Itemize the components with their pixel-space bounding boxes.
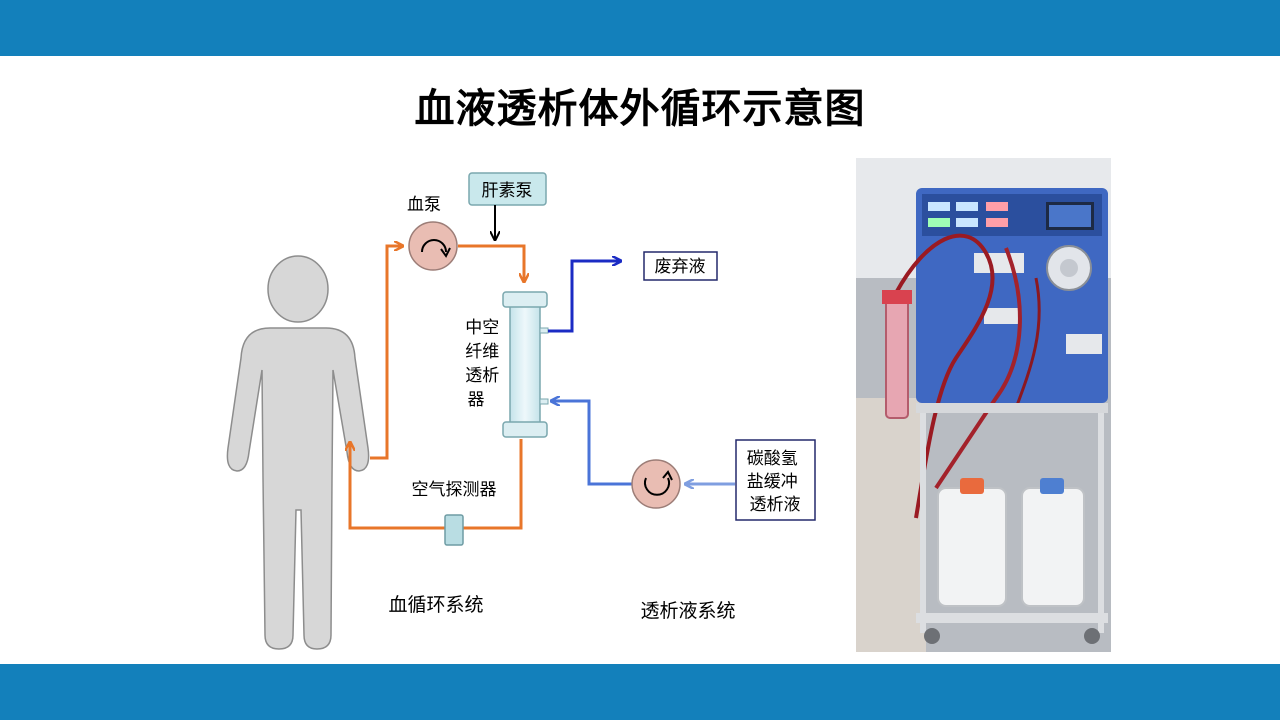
dialysate-pump: [631, 459, 681, 509]
dialysate-jug: [937, 487, 1007, 607]
bicarbonate-box: 碳酸氢 盐缓冲 透析液: [735, 439, 816, 521]
clockwise-rotation-icon: [421, 239, 447, 253]
dialyzer-label-line: 器: [468, 390, 485, 410]
air-detector-label: 空气探测器: [412, 480, 497, 500]
arterial-line: [370, 246, 402, 460]
bicarbonate-label: 碳酸氢 盐缓冲 透析液: [747, 449, 803, 515]
pump-to-dialyzer-line: [458, 244, 524, 281]
bicarbonate-label-line: 碳酸氢: [747, 449, 798, 469]
air-detector: [444, 514, 464, 546]
blood-system-label: 血循环系统: [388, 594, 483, 616]
top-banner: [0, 0, 1280, 56]
waste-box: 废弃液: [643, 251, 718, 281]
heparin-pump: 肝素泵: [468, 172, 547, 206]
dialysate-system-label: 透析液系统: [640, 600, 735, 622]
dialyzer-label-line: 中空: [465, 318, 499, 338]
hollow-fiber-dialyzer: [502, 291, 549, 438]
blood-pump: [408, 221, 458, 271]
human-body: [226, 327, 370, 650]
blood-circuit: [350, 244, 524, 530]
heparin-pump-label: 肝素泵: [482, 181, 533, 201]
bottom-banner: [0, 664, 1280, 720]
human-head: [267, 255, 329, 323]
dialyzer-label-line: 透析: [465, 366, 499, 386]
waste-outflow-line: [548, 261, 620, 333]
hemodialysis-machine-photo: [856, 158, 1111, 652]
venous-return-line: [350, 439, 523, 530]
dialyzer-label: 中空 纤维 透析 器: [465, 318, 504, 410]
counterclockwise-rotation-icon: [644, 477, 670, 496]
bicarbonate-label-line: 透析液: [750, 495, 801, 515]
dialysate-jug: [1021, 487, 1085, 607]
human-figure: [226, 255, 370, 650]
dialyzer-label-line: 纤维: [465, 342, 499, 362]
waste-label: 废弃液: [655, 257, 706, 277]
dialysate-inflow-line: [552, 401, 632, 486]
blood-pump-label: 血泵: [407, 195, 441, 215]
bicarbonate-label-line: 盐缓冲: [747, 472, 798, 492]
slide-title: 血液透析体外循环示意图: [414, 86, 866, 132]
